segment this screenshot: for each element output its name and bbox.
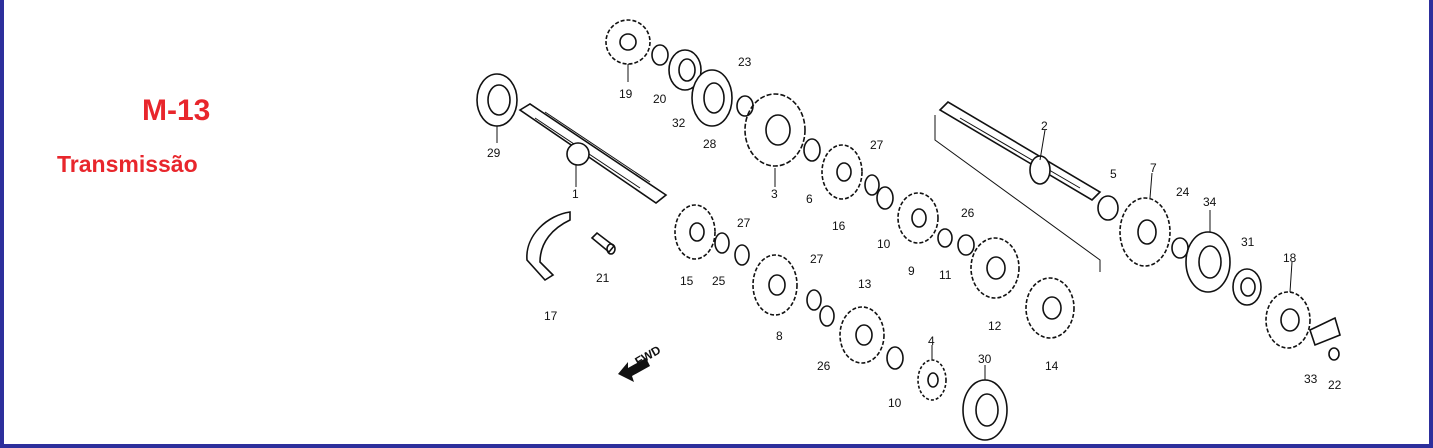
gear-14: [1025, 277, 1075, 339]
callout-13: 13: [858, 277, 872, 291]
bearing-32: [668, 49, 702, 91]
section-code: M-13: [142, 94, 211, 127]
callout-26-b: 26: [817, 359, 831, 373]
countershaft: [934, 100, 1102, 272]
seal-31: [1232, 268, 1262, 306]
callout-10-b: 10: [888, 396, 902, 410]
bushing-10-b: [886, 346, 904, 370]
callout-21: 21: [596, 271, 610, 285]
callout-24: 24: [1176, 185, 1190, 199]
callout-29: 29: [487, 146, 501, 160]
gear-4: [917, 359, 947, 401]
washer-25: [714, 232, 730, 254]
clip-27-b: [734, 244, 750, 266]
callout-34: 34: [1203, 195, 1217, 209]
bearing-34: [1185, 231, 1231, 293]
callout-3: 3: [771, 187, 778, 201]
callout-9: 9: [908, 264, 915, 278]
bearing-30: [962, 379, 1008, 441]
callout-32: 32: [672, 116, 686, 130]
washer-26-a: [957, 234, 975, 256]
gear-12: [970, 237, 1020, 299]
bolt-22: [1328, 347, 1340, 361]
bearing-28: [691, 69, 733, 127]
gear-9: [897, 192, 939, 244]
callout-5: 5: [1110, 167, 1117, 181]
callout-11: 11: [939, 268, 952, 282]
mainshaft: [518, 103, 668, 204]
bushing-10-a: [876, 186, 894, 210]
callout-23: 23: [738, 55, 752, 69]
callout-16: 16: [832, 219, 846, 233]
plate-17: [526, 211, 571, 282]
callout-15: 15: [680, 274, 694, 288]
callout-27-a: 27: [870, 138, 884, 152]
bearing-29: [476, 73, 518, 127]
callout-2: 2: [1041, 119, 1048, 133]
gear-13: [839, 306, 885, 364]
clip-27-a: [864, 174, 880, 196]
callout-18: 18: [1283, 251, 1297, 265]
gear-3: [744, 93, 806, 167]
clip-27-c: [806, 289, 822, 311]
callout-27-c: 27: [810, 252, 824, 266]
callout-10-a: 10: [877, 237, 891, 251]
callout-1: 1: [572, 187, 579, 201]
callout-31: 31: [1241, 235, 1255, 249]
callout-7: 7: [1150, 161, 1157, 175]
callout-19: 19: [619, 87, 633, 101]
washer-26-b: [819, 305, 835, 327]
gear-19: [605, 19, 651, 65]
callout-14: 14: [1045, 359, 1059, 373]
callout-30: 30: [978, 352, 992, 366]
collar-5: [1097, 195, 1119, 221]
washer-20: [651, 44, 669, 66]
callout-25: 25: [712, 274, 726, 288]
section-title: Transmissão: [57, 151, 198, 177]
callout-8: 8: [776, 329, 783, 343]
forward-arrow: FWD: [618, 343, 663, 382]
gear-7: [1119, 197, 1171, 267]
plate-33: [1309, 316, 1341, 347]
callout-labels: 1 2 3 4 5 6 7 8 9 10 10 11 12 13 14 15 1…: [487, 55, 1342, 410]
callout-12: 12: [988, 319, 1002, 333]
gear-15: [674, 204, 716, 260]
bushing-6: [803, 138, 821, 162]
leader-lines: [496, 64, 1293, 380]
gear-16: [821, 144, 863, 200]
bushing-11: [937, 228, 953, 248]
gear-8: [752, 254, 798, 316]
callout-4: 4: [928, 334, 935, 348]
callout-27-b: 27: [737, 216, 751, 230]
sprocket-18: [1265, 291, 1311, 349]
callout-28: 28: [703, 137, 717, 151]
callout-20: 20: [653, 92, 667, 106]
washer-23: [736, 95, 754, 117]
bolt-21: [590, 231, 616, 255]
callout-22: 22: [1328, 378, 1342, 392]
callout-6: 6: [806, 192, 813, 206]
callout-33: 33: [1304, 372, 1318, 386]
washer-24: [1171, 237, 1189, 259]
callout-17: 17: [544, 309, 558, 323]
callout-26-a: 26: [961, 206, 975, 220]
